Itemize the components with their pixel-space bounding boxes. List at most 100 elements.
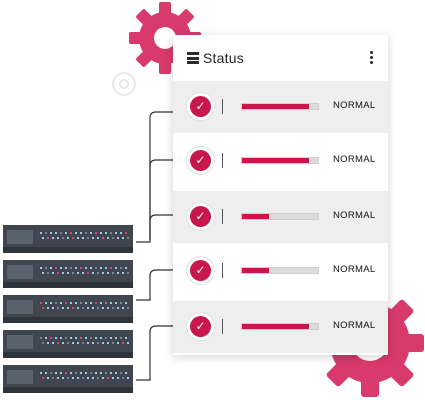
server-led <box>60 232 62 234</box>
server-led <box>45 337 47 339</box>
check-icon: ✓ <box>190 260 211 281</box>
server-led <box>75 372 77 374</box>
server-led <box>45 372 47 374</box>
server-led <box>40 267 42 269</box>
server-led <box>117 377 119 379</box>
server-led <box>75 267 77 269</box>
server-led <box>55 267 57 269</box>
server-led <box>75 232 77 234</box>
server-led <box>65 267 67 269</box>
server-led <box>125 337 127 339</box>
server-led <box>57 237 59 239</box>
server-led <box>40 232 42 234</box>
status-label: NORMAL <box>333 154 376 165</box>
server-led <box>97 342 99 344</box>
connector-lines <box>136 111 173 381</box>
server-led <box>102 307 104 309</box>
server-led <box>92 377 94 379</box>
server-led <box>127 272 129 274</box>
server-led <box>45 232 47 234</box>
server-led <box>50 337 52 339</box>
server-led <box>110 372 112 374</box>
server-led <box>47 272 49 274</box>
server-led <box>67 342 69 344</box>
server-led <box>80 372 82 374</box>
server-led <box>90 267 92 269</box>
panel-header: Status <box>173 35 388 81</box>
server-led <box>112 237 114 239</box>
server-led <box>110 302 112 304</box>
server-led <box>92 307 94 309</box>
server-led <box>77 307 79 309</box>
status-label: NORMAL <box>333 100 376 111</box>
server-led <box>80 232 82 234</box>
check-icon: ✓ <box>190 150 211 171</box>
server-led <box>50 232 52 234</box>
server-led <box>70 267 72 269</box>
server-led <box>87 237 89 239</box>
server-led <box>65 337 67 339</box>
server-led <box>72 307 74 309</box>
server-led <box>125 302 127 304</box>
server-led <box>95 267 97 269</box>
server-led <box>60 302 62 304</box>
server-led <box>85 337 87 339</box>
server-led <box>102 272 104 274</box>
server-led <box>117 237 119 239</box>
server-led <box>50 372 52 374</box>
server-led <box>45 267 47 269</box>
server-led <box>57 272 59 274</box>
server-led <box>120 232 122 234</box>
server-led <box>87 272 89 274</box>
server-led <box>82 377 84 379</box>
server-led <box>55 372 57 374</box>
server-led <box>100 232 102 234</box>
server-led <box>47 342 49 344</box>
server-led <box>127 237 129 239</box>
server-led <box>112 342 114 344</box>
server-led <box>85 372 87 374</box>
server-led <box>110 337 112 339</box>
server-led <box>62 272 64 274</box>
server-led <box>122 377 124 379</box>
server-led <box>82 307 84 309</box>
separator <box>222 263 223 278</box>
server-led <box>100 267 102 269</box>
server-led <box>75 302 77 304</box>
server-led <box>92 272 94 274</box>
server-led <box>90 337 92 339</box>
server-led <box>87 342 89 344</box>
server-led <box>85 232 87 234</box>
server-led <box>85 302 87 304</box>
server-led <box>45 302 47 304</box>
server-led <box>117 272 119 274</box>
separator <box>222 319 223 334</box>
server-led <box>85 267 87 269</box>
server-led <box>47 307 49 309</box>
server-led <box>72 272 74 274</box>
status-row-1: ✓ NORMAL <box>173 81 388 133</box>
separator <box>222 153 223 168</box>
server-led <box>42 272 44 274</box>
server-led <box>65 372 67 374</box>
server-led <box>57 342 59 344</box>
server-led <box>60 372 62 374</box>
server-led <box>40 372 42 374</box>
server-led <box>102 237 104 239</box>
server-led <box>52 307 54 309</box>
server-led <box>62 377 64 379</box>
server-led <box>92 342 94 344</box>
server-led <box>60 337 62 339</box>
check-icon: ✓ <box>190 206 211 227</box>
server-led <box>102 342 104 344</box>
status-label: NORMAL <box>333 210 376 221</box>
more-vertical-icon[interactable] <box>369 51 375 67</box>
server-led <box>87 377 89 379</box>
server-led <box>42 377 44 379</box>
server-led <box>50 302 52 304</box>
hamburger-icon[interactable] <box>187 52 199 64</box>
server-led <box>55 337 57 339</box>
server-led <box>62 342 64 344</box>
server-led <box>67 237 69 239</box>
